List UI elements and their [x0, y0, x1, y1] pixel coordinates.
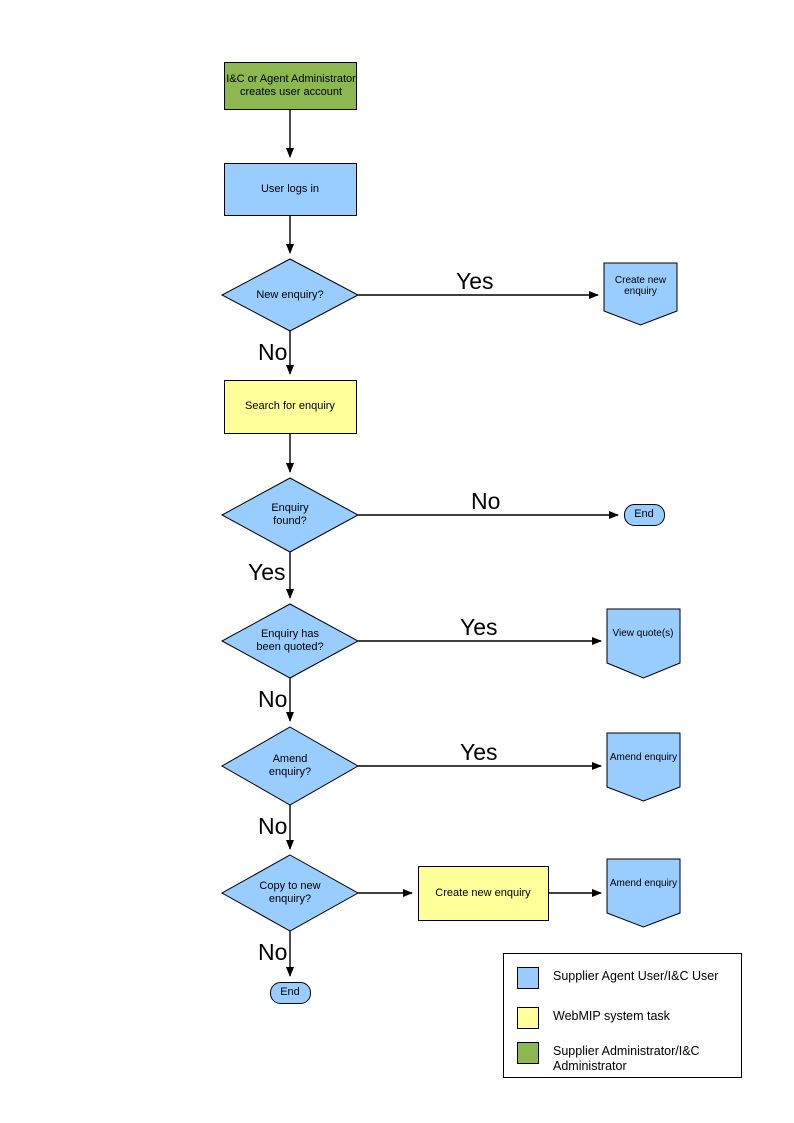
legend-item-supplier-administrator: Supplier Administrator/I&C Administrator	[517, 1042, 700, 1074]
node-enquiry-found-decision[interactable]	[220, 477, 360, 553]
edge-label-quoted-yes: Yes	[460, 614, 498, 640]
legend-label-supplier-administrator: Supplier Administrator/I&C Administrator	[553, 1044, 700, 1073]
node-create-new-enquiry-1[interactable]	[603, 262, 678, 326]
node-new-enquiry-decision[interactable]	[220, 258, 360, 332]
edge-label-amend-yes: Yes	[460, 739, 498, 765]
edge-label-new-enquiry-no: No	[258, 339, 288, 365]
node-amend-enquiry-1[interactable]	[606, 732, 681, 802]
edge-label-new-enquiry-yes: Yes	[456, 268, 494, 294]
legend-swatch-green	[517, 1042, 539, 1064]
edge-label-amend-no: No	[258, 813, 288, 839]
node-view-quotes[interactable]	[606, 608, 681, 679]
legend: Supplier Agent User/I&C User WebMIP syst…	[503, 953, 742, 1078]
node-admin-creates-account[interactable]	[224, 62, 357, 110]
legend-swatch-yellow	[517, 1007, 539, 1029]
node-copy-to-new-enquiry-decision[interactable]	[220, 854, 360, 932]
node-search-for-enquiry[interactable]	[224, 380, 357, 434]
node-enquiry-quoted-decision[interactable]	[220, 603, 360, 679]
node-user-logs-in[interactable]	[224, 163, 357, 216]
node-end-terminator-2[interactable]	[270, 982, 311, 1004]
legend-label-webmip-system-task: WebMIP system task	[553, 1009, 670, 1023]
legend-label-supplier-agent-user: Supplier Agent User/I&C User	[553, 969, 719, 983]
node-create-new-enquiry-2[interactable]	[418, 866, 549, 921]
legend-swatch-blue	[517, 967, 539, 989]
edge-label-found-no: No	[471, 488, 501, 514]
edge-label-found-yes: Yes	[248, 559, 286, 585]
node-end-terminator-1[interactable]	[624, 504, 665, 526]
edge-label-copy-no: No	[258, 939, 288, 965]
node-amend-enquiry-2[interactable]	[606, 858, 681, 928]
legend-item-supplier-agent-user: Supplier Agent User/I&C User	[517, 967, 718, 989]
node-amend-enquiry-decision[interactable]	[220, 726, 360, 806]
edge-label-quoted-no: No	[258, 686, 288, 712]
legend-item-webmip-system-task: WebMIP system task	[517, 1007, 670, 1029]
